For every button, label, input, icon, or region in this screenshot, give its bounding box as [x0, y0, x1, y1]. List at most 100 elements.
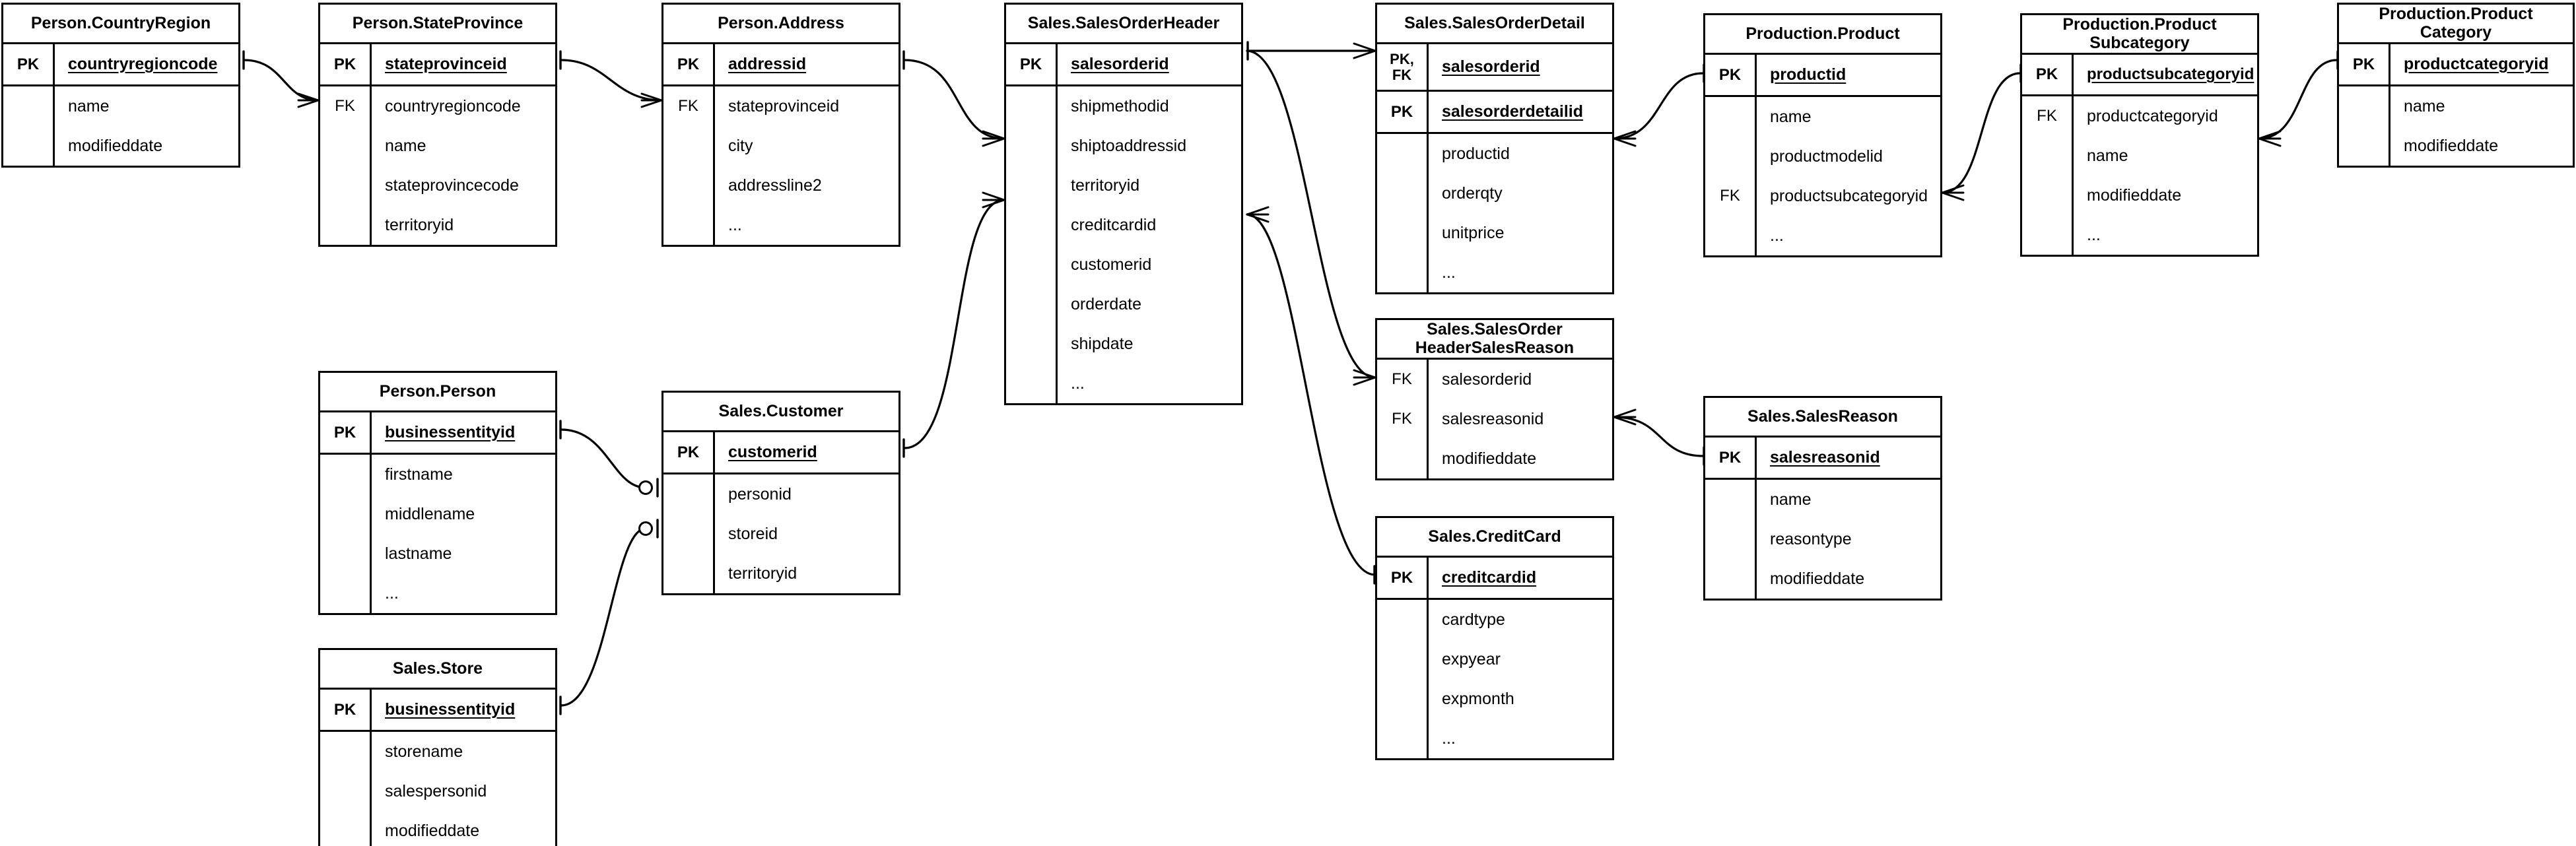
entity-body: PK, FK salesorderid PK salesorderdetaili…: [1377, 44, 1612, 292]
key-row[interactable]: PK customerid: [663, 432, 898, 474]
fk-tag: [320, 494, 370, 534]
key-field-name: productid: [1770, 65, 1847, 84]
key-row[interactable]: PK businessentityid: [320, 412, 555, 455]
fk-tag: [320, 205, 370, 245]
key-tag: PK: [320, 44, 372, 84]
attribute-block: personid storeid territoryid: [663, 474, 898, 593]
key-row[interactable]: PK salesorderdetailid: [1377, 92, 1612, 134]
attribute: modifieddate: [1770, 569, 1865, 588]
key-tag: PK: [2339, 44, 2390, 84]
attribute: territoryid: [1071, 176, 1140, 195]
attribute-block: name reasontype modifieddate: [1705, 480, 1940, 599]
entity-sales-store[interactable]: Sales.Store PK businessentityid storenam…: [318, 648, 557, 846]
attribute: city: [728, 136, 753, 155]
entity-person-stateprovince[interactable]: Person.StateProvince PK stateprovinceid …: [318, 3, 557, 247]
key-row[interactable]: PK productid: [1705, 55, 1940, 97]
fk-tag: [1705, 216, 1755, 255]
entity-title: Person.CountryRegion: [3, 5, 238, 44]
attribute: name: [2087, 146, 2128, 165]
attribute: productid: [1442, 144, 1510, 163]
fk-column: [1705, 480, 1757, 599]
fk-tag: [663, 514, 713, 554]
fk-tag: [1705, 137, 1755, 176]
key-tag: PK: [1705, 438, 1757, 478]
attribute: expyear: [1442, 649, 1501, 668]
key-row[interactable]: PK stateprovinceid: [320, 44, 555, 86]
key-tag: PK: [320, 412, 372, 453]
fk-column: [1377, 600, 1429, 758]
attribute-list: countryregioncode name stateprovincecode…: [372, 86, 555, 245]
fk-tag: [320, 534, 370, 573]
attribute: creditcardid: [1071, 215, 1157, 234]
attribute-block: firstname middlename lastname ...: [320, 455, 555, 613]
fk-column: [320, 732, 372, 846]
key-field-name: productsubcategoryid: [2087, 65, 2254, 83]
entity-production-productcategory[interactable]: Production.Product Category PK productca…: [2337, 3, 2575, 168]
entity-person-address[interactable]: Person.Address PK addressid FK stateprov…: [661, 3, 900, 247]
attribute-list: stateprovinceid city addressline2 ...: [715, 86, 898, 245]
entity-title-line-2: Category: [2420, 22, 2492, 42]
attribute: productmodelid: [1770, 146, 1883, 166]
key-field-name: salesreasonid: [1770, 448, 1880, 467]
entity-body: FK FK salesorderid salesreasonid modifie…: [1377, 360, 1612, 478]
key-row[interactable]: PK, FK salesorderid: [1377, 44, 1612, 92]
entity-title: Sales.SalesOrderDetail: [1377, 5, 1612, 44]
fk-tag: [663, 166, 713, 205]
entity-body: PK businessentityid firstname middlename…: [320, 412, 555, 613]
key-field-name: businessentityid: [385, 423, 516, 441]
fk-tag: [663, 126, 713, 166]
attribute-list: productcategoryid name modifieddate ...: [2074, 96, 2257, 255]
key-row[interactable]: PK productsubcategoryid: [2022, 55, 2257, 96]
key-row[interactable]: PK creditcardid: [1377, 558, 1612, 600]
attribute: middlename: [385, 504, 475, 523]
attribute: modifieddate: [1442, 449, 1537, 468]
attribute: shipmethodid: [1071, 96, 1169, 115]
entity-sales-salesorderdetail[interactable]: Sales.SalesOrderDetail PK, FK salesorder…: [1375, 3, 1614, 294]
connector-salesorderheader-salesorderdetail: [1246, 41, 1376, 61]
fk-tag: FK: [1392, 410, 1412, 428]
key-row[interactable]: PK countryregioncode: [3, 44, 238, 86]
key-row[interactable]: PK salesreasonid: [1705, 438, 1940, 480]
fk-tag: [1377, 679, 1427, 719]
key-row[interactable]: PK businessentityid: [320, 690, 555, 732]
entity-sales-salesreason[interactable]: Sales.SalesReason PK salesreasonid name …: [1703, 396, 1942, 601]
entity-title: Sales.CreditCard: [1377, 518, 1612, 558]
key-tag: PK: [2022, 55, 2074, 94]
fk-tag: [2022, 215, 2072, 255]
key-row[interactable]: PK productcategoryid: [2339, 44, 2573, 86]
entity-production-product[interactable]: Production.Product PK productid FK name …: [1703, 13, 1942, 257]
attribute-block: storename salespersonid modifieddate: [320, 732, 555, 846]
key-tag: PK: [320, 690, 372, 730]
entity-sales-salesorderheadersalesreason[interactable]: Sales.SalesOrder HeaderSalesReason FK FK…: [1375, 318, 1614, 480]
connector-stateprovince-address: [559, 50, 663, 108]
entity-sales-creditcard[interactable]: Sales.CreditCard PK creditcardid cardtyp…: [1375, 516, 1614, 760]
fk-column: [3, 86, 55, 166]
fk-tag: [1006, 324, 1056, 364]
attribute: name: [68, 96, 110, 115]
entity-title-line-1: Production.Product: [2379, 5, 2533, 23]
attribute: name: [385, 136, 426, 155]
attribute: modifieddate: [68, 136, 163, 155]
attribute: customerid: [1071, 255, 1152, 274]
entity-sales-customer[interactable]: Sales.Customer PK customerid personid st…: [661, 391, 900, 595]
key-tag: PK: [1006, 44, 1058, 84]
attribute: ...: [2087, 225, 2101, 244]
entity-sales-salesorderheader[interactable]: Sales.SalesOrderHeader PK salesorderid: [1004, 3, 1243, 405]
connector-countryregion-stateprovince: [242, 50, 320, 108]
fk-tag: [1006, 86, 1056, 126]
entity-person-person[interactable]: Person.Person PK businessentityid firstn…: [318, 371, 557, 615]
fk-tag: [320, 771, 370, 811]
fk-tag: [320, 126, 370, 166]
fk-column: FK: [663, 86, 715, 245]
key-row[interactable]: PK addressid: [663, 44, 898, 86]
attribute-block: FK countryregioncode name stateprovincec…: [320, 86, 555, 245]
attribute-block: productid orderqty unitprice ...: [1377, 134, 1612, 292]
attribute-block: FK name productmodelid productsubcategor…: [1705, 97, 1940, 255]
fk-tag: [1705, 519, 1755, 559]
key-field-name: countryregioncode: [68, 55, 218, 73]
attribute: modifieddate: [2404, 136, 2499, 155]
entity-person-countryregion[interactable]: Person.CountryRegion PK countryregioncod…: [1, 3, 240, 168]
key-row[interactable]: PK salesorderid: [1006, 44, 1241, 86]
entity-production-productsubcategory[interactable]: Production.Product Subcategory PK produc…: [2020, 13, 2259, 257]
key-tag: PK: [1377, 558, 1429, 598]
